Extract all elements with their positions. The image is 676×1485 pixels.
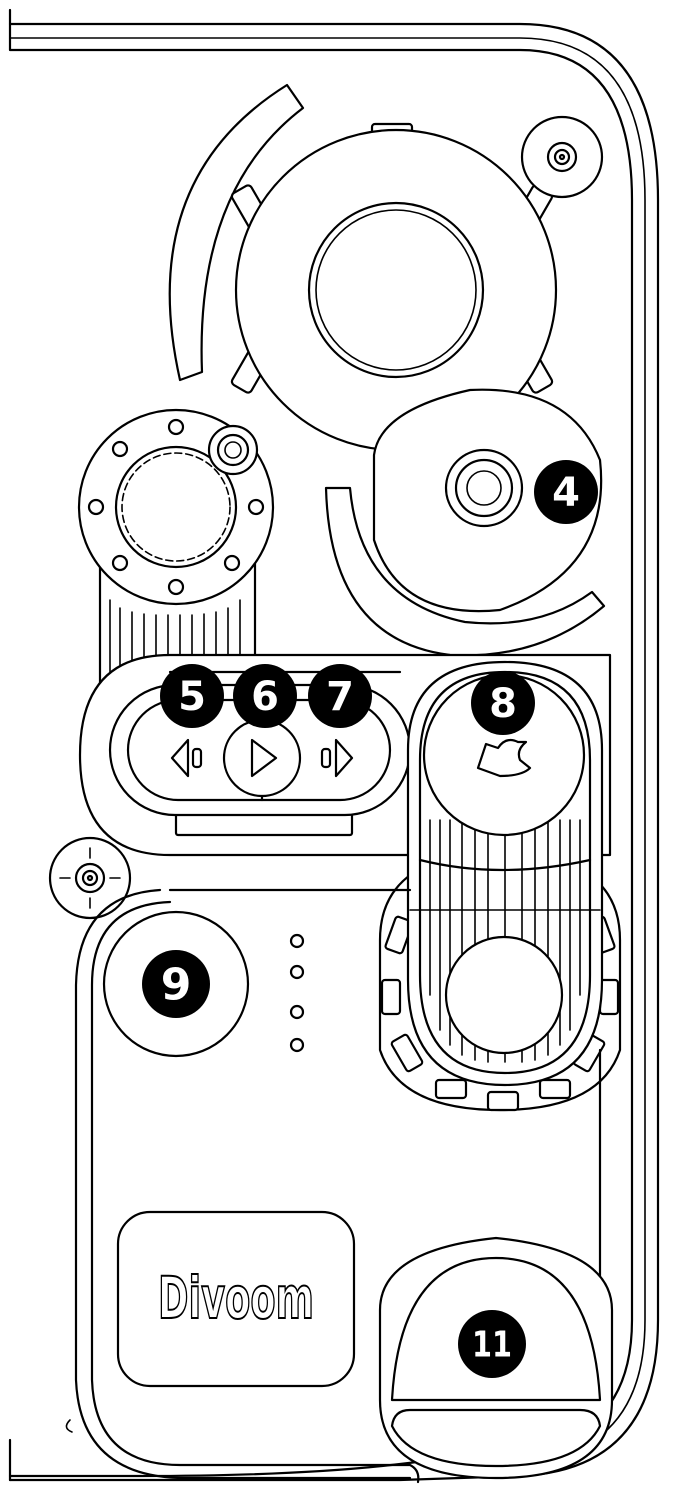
previous-button[interactable] (170, 738, 203, 778)
indicator-dots (289, 933, 305, 1053)
svg-text:4: 4 (552, 470, 580, 516)
brand-logo: Divoom (158, 1264, 314, 1332)
screw-left (48, 836, 132, 920)
svg-text:5: 5 (178, 674, 206, 720)
svg-text:8: 8 (489, 681, 517, 727)
dial-4 (372, 388, 603, 613)
hand-gesture-icon (476, 738, 532, 778)
callout-11: 11 (458, 1310, 526, 1378)
callout-7: 7 (308, 664, 372, 728)
callout-8: 8 (471, 671, 535, 735)
callout-5: 5 (160, 664, 224, 728)
previous-track-icon (170, 738, 203, 778)
svg-text:11: 11 (472, 1325, 512, 1366)
slider-8 (378, 660, 622, 1112)
callout-9: 9 (142, 950, 210, 1018)
top-arc-slider (168, 83, 305, 382)
svg-text:9: 9 (161, 960, 192, 1011)
svg-text:7: 7 (326, 674, 354, 720)
next-button[interactable] (320, 738, 354, 778)
screw-top-right (520, 115, 604, 199)
callout-6: 6 (233, 664, 297, 728)
callout-4: 4 (534, 460, 598, 524)
next-track-icon (320, 738, 354, 778)
svg-text:6: 6 (251, 674, 279, 720)
play-icon (250, 738, 278, 778)
lower-arc-slider (324, 486, 606, 657)
logo-plate: Divoom (116, 1210, 356, 1388)
